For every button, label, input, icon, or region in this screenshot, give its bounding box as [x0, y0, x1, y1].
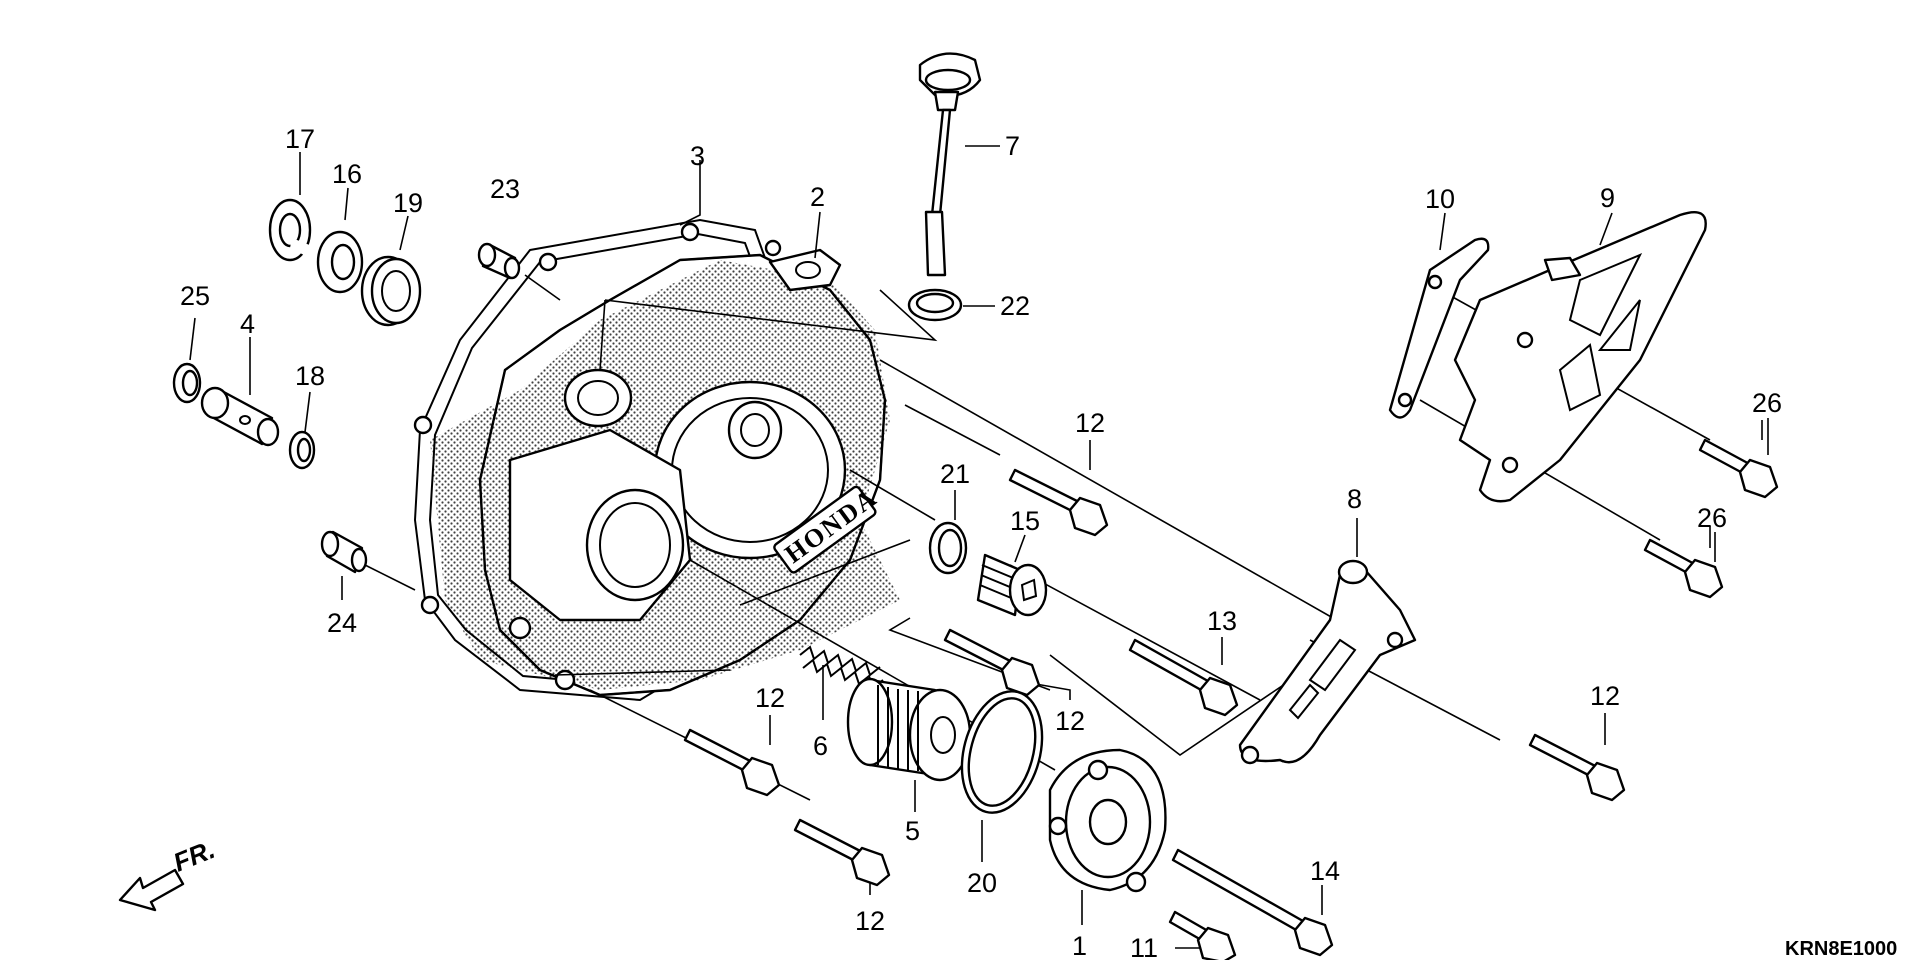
callout-2: 2	[810, 182, 825, 212]
callout-5: 5	[905, 816, 920, 846]
cover-port-opening	[585, 488, 685, 602]
part-21-o-ring	[928, 521, 968, 575]
callout-4: 4	[240, 309, 255, 339]
leader-lines	[189, 145, 1769, 949]
cover-lug-6	[680, 222, 700, 242]
callout-3: 3	[690, 141, 705, 171]
callout-25: 25	[180, 281, 210, 311]
bolt-12-upper	[1008, 468, 1109, 537]
part-16-washer	[316, 230, 364, 294]
cover-top-tab	[768, 248, 842, 292]
oil-filler-neck	[563, 368, 633, 428]
callout-12-bottom: 12	[855, 906, 885, 936]
cover-top-tab-hole	[795, 261, 821, 279]
part-7-dipstick	[918, 52, 982, 277]
part-23-dowel-pin	[477, 242, 521, 280]
part-4-joint-pin	[200, 386, 280, 447]
callout-13: 13	[1207, 606, 1237, 636]
callout-14: 14	[1310, 856, 1340, 886]
bolt-14	[1171, 848, 1334, 957]
callout-21: 21	[940, 459, 970, 489]
part-9-sprocket-cover	[1453, 210, 1707, 503]
callout-22: 22	[1000, 291, 1030, 321]
part-25-o-ring	[172, 362, 202, 404]
bolt-12-bottom	[793, 818, 891, 887]
callout-16: 16	[332, 159, 362, 189]
front-arrow-icon	[118, 868, 185, 912]
callout-9: 9	[1600, 183, 1615, 213]
callout-23: 23	[490, 174, 520, 204]
bolt-12-middle	[943, 628, 1041, 697]
crankcase-cover-assembly: HONDA	[413, 218, 900, 702]
brand-plate	[773, 485, 877, 574]
callout-26-upper: 26	[1752, 388, 1782, 418]
callout-12-upper: 12	[1075, 408, 1105, 438]
cover-port-opening-inner	[599, 502, 671, 588]
callout-24: 24	[327, 608, 357, 638]
bolt-11	[1168, 910, 1237, 960]
callout-18: 18	[295, 361, 325, 391]
callout-7: 7	[1005, 131, 1020, 161]
front-direction-indicator: FR.	[118, 834, 219, 912]
bolts	[683, 438, 1779, 960]
bolt-12-right	[1528, 733, 1626, 802]
callout-8: 8	[1347, 484, 1362, 514]
oil-filler-neck-inner	[577, 380, 619, 416]
cover-lug-5	[538, 252, 558, 272]
cover-gasket	[413, 218, 852, 702]
part-15-drain-plug	[976, 553, 1048, 617]
callout-1: 1	[1072, 931, 1087, 960]
cover-lug-3	[420, 595, 440, 615]
part-8-bracket	[1238, 559, 1417, 765]
callout-12-right: 12	[1590, 681, 1620, 711]
bolt-26-lower	[1643, 538, 1724, 599]
part-24-dowel-pin	[320, 530, 368, 574]
cover-neck-2-inner	[740, 413, 770, 447]
cover-lug-4	[413, 415, 433, 435]
part-5-oil-filter	[846, 677, 972, 782]
callout-26-lower: 26	[1697, 503, 1727, 533]
callout-20: 20	[967, 868, 997, 898]
cover-lug-2	[554, 669, 576, 691]
part-10-gasket	[1388, 237, 1490, 419]
part-1-filter-cover	[1048, 748, 1167, 893]
bolt-13	[1128, 638, 1239, 717]
cover-lug-7	[764, 239, 782, 257]
part-20-o-ring	[960, 690, 1044, 814]
callout-numbers: 1 2 3 4 5 6 7 8 9 10 11 12 12 12 12 12 1…	[180, 124, 1782, 960]
callout-12-middle: 12	[1055, 706, 1085, 736]
bolt-26-upper	[1698, 438, 1779, 499]
cover-lug-1	[508, 616, 532, 640]
part-19-oil-seal	[360, 255, 422, 327]
callout-6: 6	[813, 731, 828, 761]
callout-17: 17	[285, 124, 315, 154]
part-22-o-ring	[907, 288, 963, 322]
diagram-code: KRN8E1000	[1785, 938, 1897, 960]
callout-12-lower-left: 12	[755, 683, 785, 713]
cover-neck-2	[727, 400, 783, 460]
callout-19: 19	[393, 188, 423, 218]
cover-body-edge	[478, 253, 887, 697]
part-18-o-ring	[288, 430, 316, 470]
bolt-12-lower-left	[683, 728, 781, 797]
callout-10: 10	[1425, 184, 1455, 214]
callout-15: 15	[1010, 506, 1040, 536]
part-17-circlip	[268, 198, 312, 262]
callout-11: 11	[1130, 933, 1158, 960]
